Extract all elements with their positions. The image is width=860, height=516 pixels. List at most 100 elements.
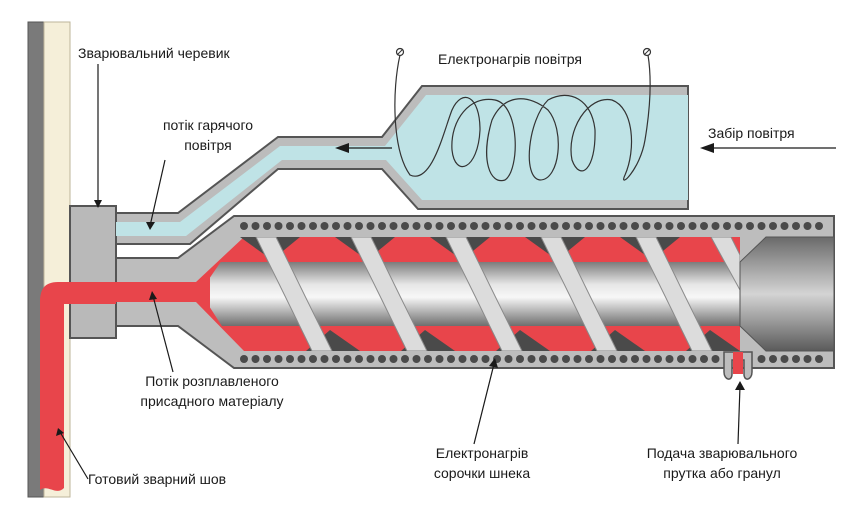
heater-bead: [493, 222, 501, 230]
heater-bead: [332, 355, 340, 363]
heater-bead: [631, 222, 639, 230]
heater-bead: [366, 355, 375, 363]
label-screw-heater-1: Електронагрів: [436, 445, 529, 461]
heater-bead: [803, 222, 812, 230]
label-rod-feed-1: Подача зварювального: [647, 445, 798, 461]
heater-bead: [458, 222, 467, 230]
heater-bead: [251, 222, 260, 230]
heater-bead: [516, 222, 524, 230]
feed-inlet: [723, 351, 753, 380]
heater-bead: [412, 355, 421, 363]
heater-bead: [504, 355, 513, 363]
leader-lines: [56, 64, 745, 480]
heater-bead: [309, 222, 317, 230]
heater-bead: [815, 355, 823, 363]
label-hot-air-flow-1: потік гарячого: [163, 117, 253, 133]
heater-bead: [412, 222, 421, 230]
heater-bead: [343, 222, 352, 230]
screw-assembly: [210, 237, 740, 351]
heater-bead: [596, 355, 605, 363]
heater-bead: [688, 355, 697, 363]
heater-bead: [355, 355, 363, 363]
heater-bead: [458, 355, 467, 363]
heater-bead: [401, 222, 409, 230]
heater-bead: [654, 355, 662, 363]
heater-bead: [539, 222, 547, 230]
heater-bead: [631, 355, 639, 363]
heater-bead: [769, 222, 777, 230]
label-air-intake: Забір повітря: [708, 125, 795, 141]
heater-bead: [332, 222, 340, 230]
heater-bead: [240, 222, 248, 230]
heater-bead: [527, 222, 536, 230]
heater-bead: [527, 355, 536, 363]
heater-bead: [757, 355, 766, 363]
heater-bead: [757, 222, 766, 230]
label-finished-weld: Готовий зварний шов: [88, 471, 226, 487]
label-air-heater: Електронагрів повітря: [438, 51, 582, 67]
label-rod-feed-2: прутка або гранул: [663, 465, 780, 481]
heater-bead: [470, 355, 478, 363]
heater-bead: [435, 222, 444, 230]
heater-bead: [780, 222, 789, 230]
heater-bead: [734, 222, 743, 230]
heater-bead: [596, 222, 605, 230]
heater-bead: [792, 355, 800, 363]
air-heater-coil: [394, 47, 652, 182]
heater-bead: [263, 222, 271, 230]
heater-bead: [504, 222, 513, 230]
heater-bead: [355, 222, 363, 230]
heater-bead: [274, 355, 283, 363]
heater-bead: [700, 355, 708, 363]
heater-bead: [642, 355, 651, 363]
label-melt-flow-2: присадного матеріалу: [140, 393, 283, 409]
heater-bead: [780, 355, 789, 363]
air-flow-arrows: [335, 143, 836, 153]
heater-bead: [654, 222, 662, 230]
heater-bead: [573, 355, 582, 363]
heater-bead: [447, 222, 455, 230]
heater-bead: [481, 355, 490, 363]
heater-bead: [274, 222, 283, 230]
heater-bead: [470, 222, 478, 230]
label-hot-air-flow-2: повітря: [184, 137, 232, 153]
heater-bead: [435, 355, 444, 363]
heater-bead: [803, 355, 812, 363]
heater-bead: [608, 355, 616, 363]
label-welding-shoe: Зварювальний черевик: [78, 45, 231, 61]
heater-bead: [539, 355, 547, 363]
heater-bead: [642, 222, 651, 230]
heater-bead: [424, 222, 432, 230]
label-screw-heater-2: сорочки шнека: [434, 465, 531, 481]
heater-bead: [677, 355, 685, 363]
heater-bead: [389, 222, 398, 230]
heater-bead: [562, 222, 570, 230]
heater-bead: [378, 222, 386, 230]
heater-bead: [815, 222, 823, 230]
heater-bead: [585, 222, 593, 230]
heater-bead: [723, 222, 731, 230]
heater-bead: [401, 355, 409, 363]
welding-shoe: [69, 205, 117, 339]
heater-bead: [481, 222, 490, 230]
heater-bead: [619, 222, 628, 230]
hot-air-nozzle: [115, 85, 689, 245]
heater-bead: [343, 355, 352, 363]
heater-bead: [320, 355, 329, 363]
heater-bead: [573, 222, 582, 230]
heater-bead: [378, 355, 386, 363]
heater-bead: [320, 222, 329, 230]
finished-weld: [40, 282, 116, 491]
heater-bead: [769, 355, 777, 363]
heater-bead: [700, 222, 708, 230]
heater-bead: [366, 222, 375, 230]
heater-bead: [424, 355, 432, 363]
heater-bead: [550, 355, 559, 363]
heater-bead: [447, 355, 455, 363]
heater-bead: [286, 222, 294, 230]
heater-bead: [688, 222, 697, 230]
heater-bead: [677, 222, 685, 230]
heater-bead: [711, 355, 720, 363]
